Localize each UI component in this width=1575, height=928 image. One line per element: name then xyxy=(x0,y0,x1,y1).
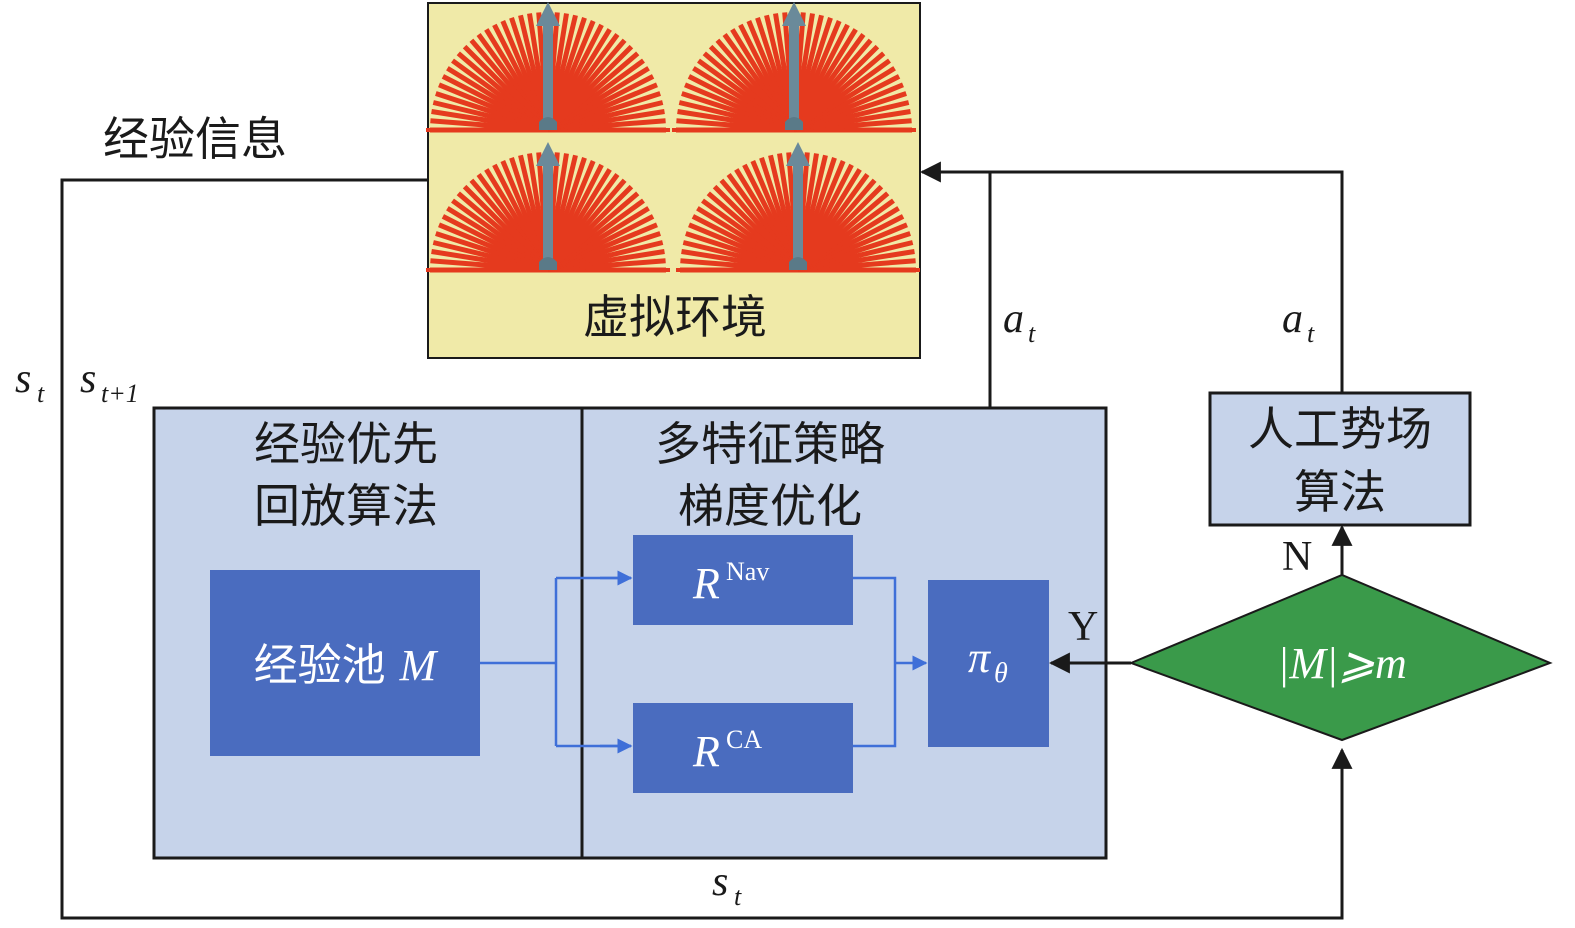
experience-pool-block xyxy=(210,570,480,756)
action-label-left: a t xyxy=(1003,296,1036,348)
yes-label: Y xyxy=(1068,604,1098,650)
heading-arrow-shaft xyxy=(543,158,553,262)
svg-text:t: t xyxy=(37,379,45,408)
decision-text: |M|⩾m xyxy=(1277,639,1407,688)
state-label-st1: s t+1 xyxy=(80,356,139,408)
robot-marker xyxy=(785,117,803,130)
sensor-fan xyxy=(676,142,920,273)
pool-to-rewards-wire xyxy=(480,576,631,748)
svg-text:t: t xyxy=(734,882,742,911)
apf-line1: 人工势场 xyxy=(1248,402,1432,456)
sensor-fan xyxy=(672,2,916,133)
action-label-right: a t xyxy=(1282,296,1315,348)
svg-text:s: s xyxy=(80,356,96,402)
apf-line2: 算法 xyxy=(1294,465,1386,519)
heading-arrow-shaft xyxy=(543,18,553,122)
svg-text:a: a xyxy=(1282,296,1303,342)
svg-text:s: s xyxy=(15,356,31,402)
per-title-line1: 经验优先 xyxy=(254,417,438,471)
mfpg-title-line2: 梯度优化 xyxy=(678,479,862,533)
svg-text:s: s xyxy=(712,859,728,905)
environment-label: 虚拟环境 xyxy=(583,290,767,344)
action-wire-apf xyxy=(919,161,1344,393)
experience-pool-label: 经验池 M xyxy=(254,640,439,691)
algorithm-panel: 经验优先 回放算法 多特征策略 梯度优化 经验池 M R Nav R CA π … xyxy=(152,406,1108,860)
svg-text:CA: CA xyxy=(726,725,762,754)
svg-text:θ: θ xyxy=(994,658,1008,689)
r-ca-block xyxy=(633,703,853,793)
r-nav-label: R Nav xyxy=(692,557,769,608)
heading-arrow-shaft xyxy=(789,18,799,122)
svg-text:t: t xyxy=(1028,319,1036,348)
sensor-fan xyxy=(426,142,670,273)
no-label: N xyxy=(1282,534,1312,580)
heading-arrow-head xyxy=(782,2,806,26)
heading-arrow-head xyxy=(536,2,560,26)
robot-marker xyxy=(539,117,557,130)
policy-label: π θ xyxy=(968,633,1008,689)
heading-arrow-head xyxy=(536,142,560,166)
sensor-fan xyxy=(426,2,670,133)
virtual-environment: 虚拟环境 xyxy=(426,2,921,359)
state-label-st: s t xyxy=(15,356,45,408)
svg-text:π: π xyxy=(968,633,992,682)
experience-info-label: 经验信息 xyxy=(103,112,287,166)
policy-block xyxy=(928,580,1049,747)
heading-arrow-shaft xyxy=(793,158,803,262)
svg-text:t: t xyxy=(1307,319,1315,348)
robot-marker xyxy=(539,257,557,270)
decision-diamond: |M|⩾m xyxy=(1128,573,1553,742)
apf-block: 人工势场 算法 xyxy=(1208,391,1472,527)
robot-marker xyxy=(789,257,807,270)
svg-text:Nav: Nav xyxy=(726,557,769,586)
sensor-fans xyxy=(426,2,920,273)
feedback-wire-left xyxy=(60,178,1353,920)
per-title-line2: 回放算法 xyxy=(254,479,438,533)
state-label-st-bottom: s t xyxy=(712,859,742,911)
r-nav-block xyxy=(633,535,853,625)
svg-text:R: R xyxy=(692,727,720,776)
r-ca-label: R CA xyxy=(692,725,762,776)
heading-arrow-head xyxy=(786,142,810,166)
svg-text:R: R xyxy=(692,559,720,608)
mfpg-title-line1: 多特征策略 xyxy=(655,417,885,471)
svg-text:a: a xyxy=(1003,296,1024,342)
svg-text:t+1: t+1 xyxy=(101,379,139,408)
